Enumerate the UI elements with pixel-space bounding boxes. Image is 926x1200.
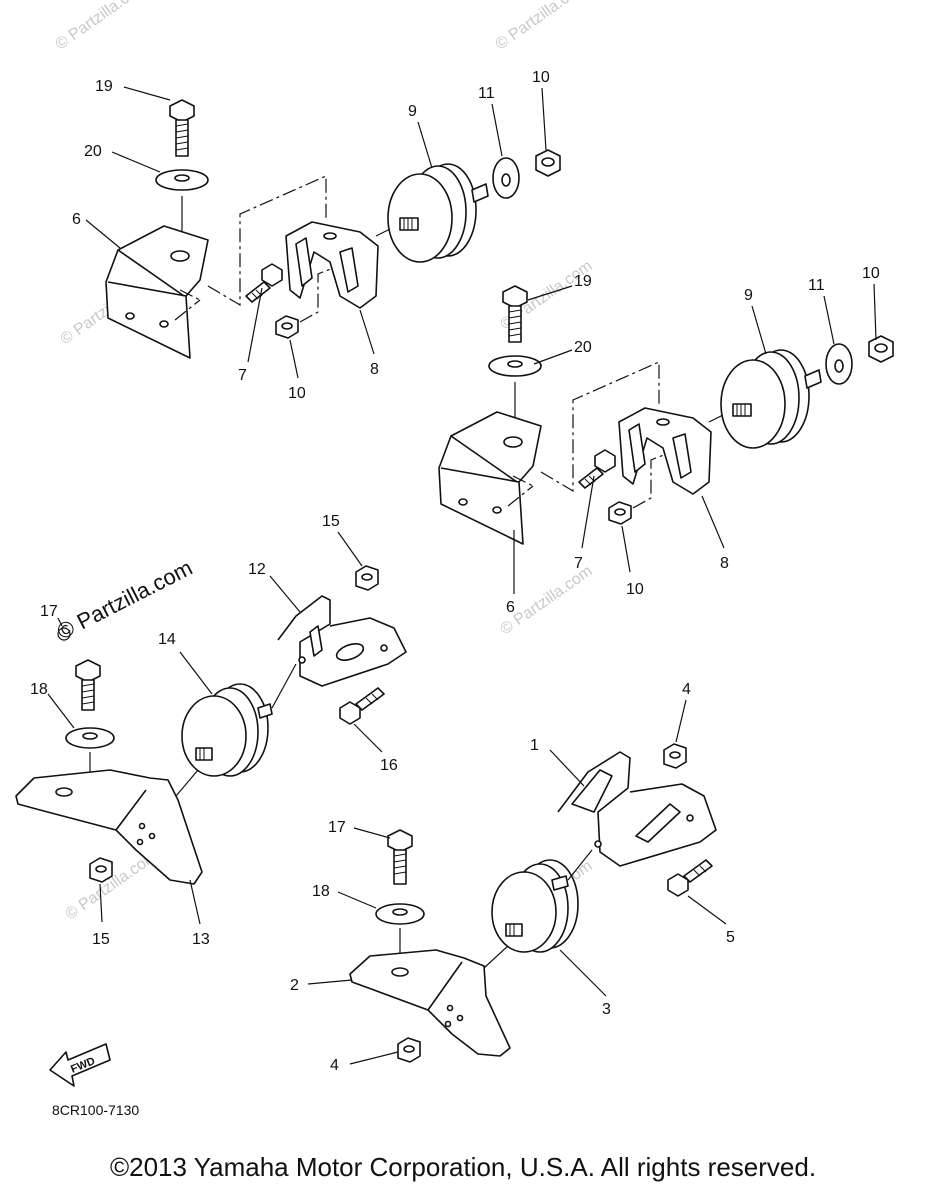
nut-10-icon <box>608 501 632 525</box>
bolt-7-icon <box>578 449 616 489</box>
callouts-lower-right: 17 18 2 4 3 1 4 5 <box>290 681 735 1074</box>
assembly-middle-right <box>438 285 894 545</box>
callout-18: 18 <box>312 883 330 900</box>
washer-20-icon <box>488 355 542 377</box>
callouts-upper-left: 19 20 6 7 10 8 9 11 10 <box>72 69 550 402</box>
callout-9: 9 <box>408 103 417 120</box>
callouts-middle-right: 19 20 6 7 10 8 9 11 10 <box>506 265 880 616</box>
bolt-7-icon <box>245 263 283 303</box>
callout-1: 1 <box>530 737 539 754</box>
nut-4-icon <box>663 743 687 769</box>
rubber-mount-9-icon <box>387 163 489 263</box>
callout-9: 9 <box>744 287 753 304</box>
callout-19: 19 <box>574 273 592 290</box>
callout-10: 10 <box>862 265 880 282</box>
bolt-17-icon <box>387 829 413 885</box>
callout-12: 12 <box>248 561 266 578</box>
callouts-lower-left: 17 18 14 12 15 16 15 13 <box>30 513 398 948</box>
bracket-6-icon <box>438 411 542 545</box>
copyright-notice: ©2013 Yamaha Motor Corporation, U.S.A. A… <box>109 1152 817 1182</box>
callout-20: 20 <box>574 339 592 356</box>
bracket-8-icon <box>285 221 379 309</box>
callout-4: 4 <box>330 1057 339 1074</box>
bracket-2-icon <box>349 949 511 1057</box>
nut-15-icon <box>89 857 113 883</box>
callout-15: 15 <box>322 513 340 530</box>
callout-18: 18 <box>30 681 48 698</box>
nut-15-icon <box>355 565 379 591</box>
callout-16: 16 <box>380 757 398 774</box>
washer-18-icon <box>65 727 115 749</box>
bolt-17-icon <box>75 659 101 711</box>
callout-7: 7 <box>574 555 583 572</box>
rubber-mount-9-icon <box>720 349 822 449</box>
bracket-13-icon <box>15 769 203 885</box>
rubber-mount-3-icon <box>491 859 579 953</box>
washer-11-icon <box>825 343 853 385</box>
copyright-mark-icon <box>57 627 71 641</box>
callout-15: 15 <box>92 931 110 948</box>
washer-18-icon <box>375 903 425 925</box>
rubber-mount-14-icon <box>181 683 273 777</box>
callout-6: 6 <box>72 211 81 228</box>
callout-11: 11 <box>808 277 825 294</box>
bracket-6-icon <box>105 225 209 359</box>
bolt-5-icon <box>667 859 713 897</box>
callout-4: 4 <box>682 681 691 698</box>
assembly-lower-left <box>15 565 407 885</box>
nut-4-icon <box>397 1037 421 1063</box>
assembly-lower-right <box>349 743 717 1063</box>
watermark: © Partzilla.com <box>53 0 151 53</box>
callout-17: 17 <box>328 819 346 836</box>
callout-8: 8 <box>370 361 379 378</box>
washer-11-icon <box>492 157 520 199</box>
bracket-1-icon <box>557 751 717 867</box>
callout-10: 10 <box>532 69 550 86</box>
callout-7: 7 <box>238 367 247 384</box>
callout-3: 3 <box>602 1001 611 1018</box>
bolt-19-icon <box>169 99 195 157</box>
callout-10: 10 <box>626 581 644 598</box>
callout-5: 5 <box>726 929 735 946</box>
callout-14: 14 <box>158 631 176 648</box>
callout-2: 2 <box>290 977 299 994</box>
nut-10-icon <box>868 335 894 363</box>
callout-10: 10 <box>288 385 306 402</box>
callout-19: 19 <box>95 78 113 95</box>
bracket-12-icon <box>277 595 407 687</box>
bolt-16-icon <box>339 687 385 725</box>
bracket-8-icon <box>618 407 712 495</box>
callout-6: 6 <box>506 599 515 616</box>
callout-11: 11 <box>478 85 495 102</box>
fwd-arrow-icon: FWD <box>49 1043 111 1087</box>
bolt-19-icon <box>502 285 528 343</box>
callout-8: 8 <box>720 555 729 572</box>
callout-20: 20 <box>84 143 102 160</box>
nut-10-icon <box>275 315 299 339</box>
washer-20-icon <box>155 169 209 191</box>
nut-10-icon <box>535 149 561 177</box>
callout-17: 17 <box>40 603 58 620</box>
callout-13: 13 <box>192 931 210 948</box>
drawing-code: 8CR100-7130 <box>52 1102 140 1118</box>
watermark: © Partzilla.com <box>493 0 591 53</box>
assembly-upper-left <box>105 99 561 359</box>
